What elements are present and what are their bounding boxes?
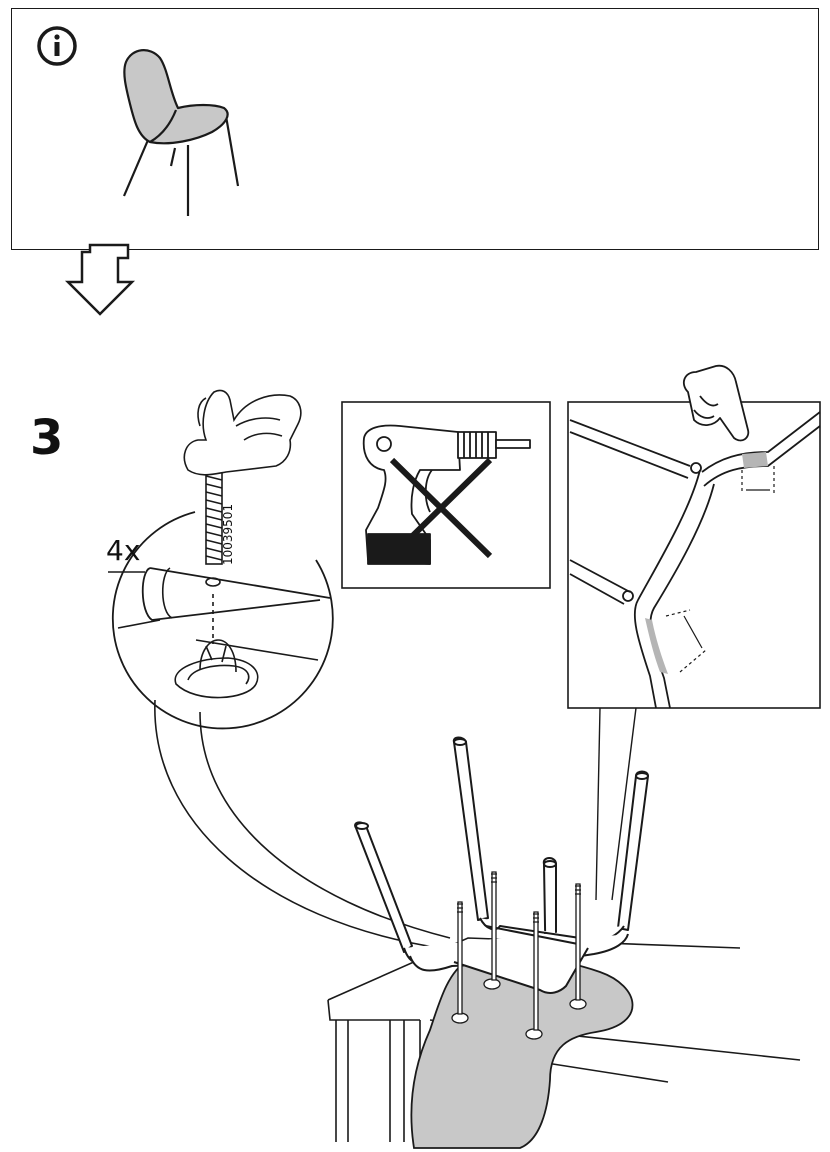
step-number: 3 — [30, 410, 64, 466]
no-power-drill-icon — [341, 401, 551, 589]
part-number: 10039501 — [221, 503, 235, 565]
hollow-down-arrow-icon — [64, 243, 136, 316]
hand-pressing-icon — [682, 364, 750, 442]
screws-and-feet — [451, 871, 587, 1040]
frame-detail-view — [567, 364, 821, 901]
info-icon — [37, 26, 77, 66]
chair-icon — [122, 49, 240, 216]
quantity-label: 4x — [106, 534, 141, 567]
chair-frame — [354, 736, 649, 994]
